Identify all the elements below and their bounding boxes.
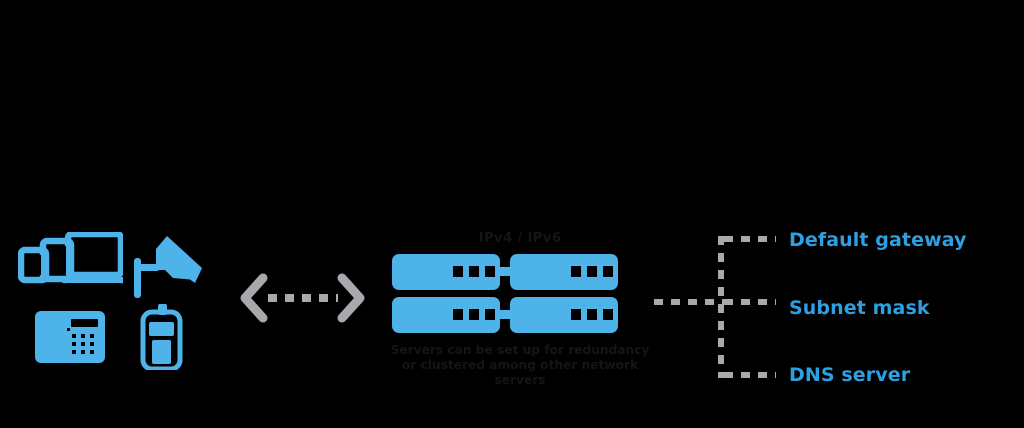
connector-trunk-horizontal — [654, 299, 730, 305]
network-setting-label-dns-server: DNS server — [789, 364, 911, 386]
connector-branch-dns-server — [724, 372, 776, 378]
connector-branch-subnet-mask — [724, 299, 776, 305]
server-unit-r2-left — [392, 297, 500, 333]
connector-branch-default-gateway — [724, 236, 776, 242]
client-devices-group — [18, 232, 218, 372]
server-unit-r1-right — [510, 254, 618, 290]
network-settings-connectors — [640, 225, 776, 385]
devices-laptop-tablet-phone-icon — [18, 232, 123, 284]
server-caption: Servers can be set up for redundancy or … — [384, 343, 656, 388]
connector-spine-vertical — [718, 236, 724, 378]
desk-phone-icon — [35, 311, 105, 363]
server-caption-line-2: or clustered among other network servers — [401, 358, 639, 387]
two-way-radio-icon — [140, 304, 183, 370]
bidirectional-dashed-arrow-icon — [240, 272, 365, 324]
server-cluster-group: IPv4 / IPv6 — [390, 230, 650, 387]
network-setting-label-subnet-mask: Subnet mask — [789, 297, 930, 319]
server-unit-r1-left — [392, 254, 500, 290]
security-camera-icon — [134, 236, 202, 298]
server-unit-r2-right — [510, 297, 618, 333]
server-caption-line-1: Servers can be set up for redundancy — [390, 343, 650, 357]
ip-protocol-label: IPv4 / IPv6 — [478, 230, 562, 246]
server-units — [392, 254, 618, 333]
network-setting-label-default-gateway: Default gateway — [789, 229, 967, 251]
